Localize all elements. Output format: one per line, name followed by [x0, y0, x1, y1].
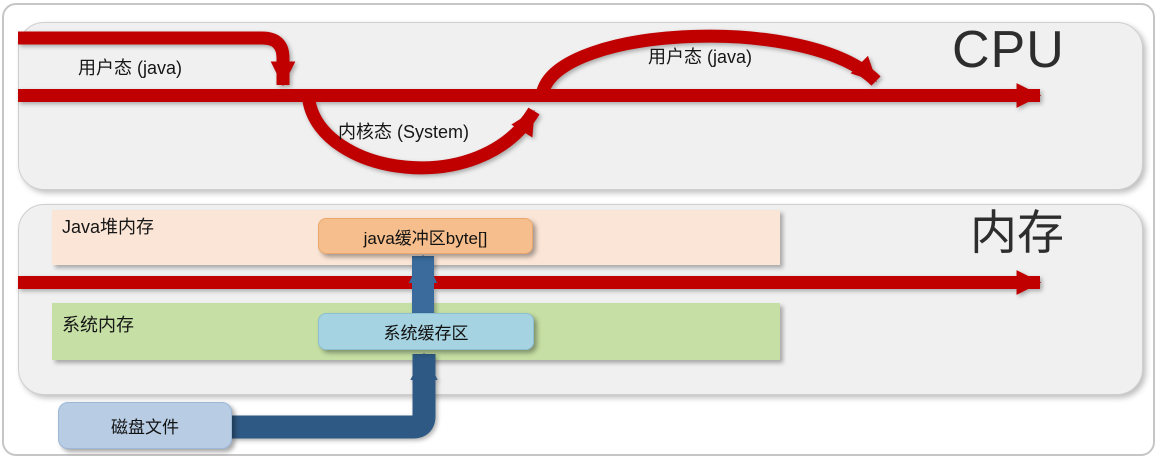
cpu-title: CPU [952, 21, 1065, 79]
disk-file-box: 磁盘文件 [58, 402, 232, 449]
java-buffer-box: java缓冲区byte[] [318, 218, 533, 254]
java-heap-label: Java堆内存 [62, 217, 155, 237]
user-mode-label-1: 用户态 (java) [78, 58, 183, 78]
system-cache-label: 系统缓存区 [383, 324, 469, 343]
system-memory-label: 系统内存 [62, 315, 134, 335]
disk-file-label: 磁盘文件 [111, 418, 179, 437]
system-cache-box: 系统缓存区 [318, 313, 534, 350]
user-mode-label-2: 用户态 (java) [648, 47, 753, 67]
kernel-mode-label: 内核态 (System) [338, 122, 470, 142]
memory-title: 内存 [970, 206, 1064, 259]
slide-border [2, 3, 1155, 456]
java-buffer-label: java缓冲区byte[] [363, 228, 488, 248]
